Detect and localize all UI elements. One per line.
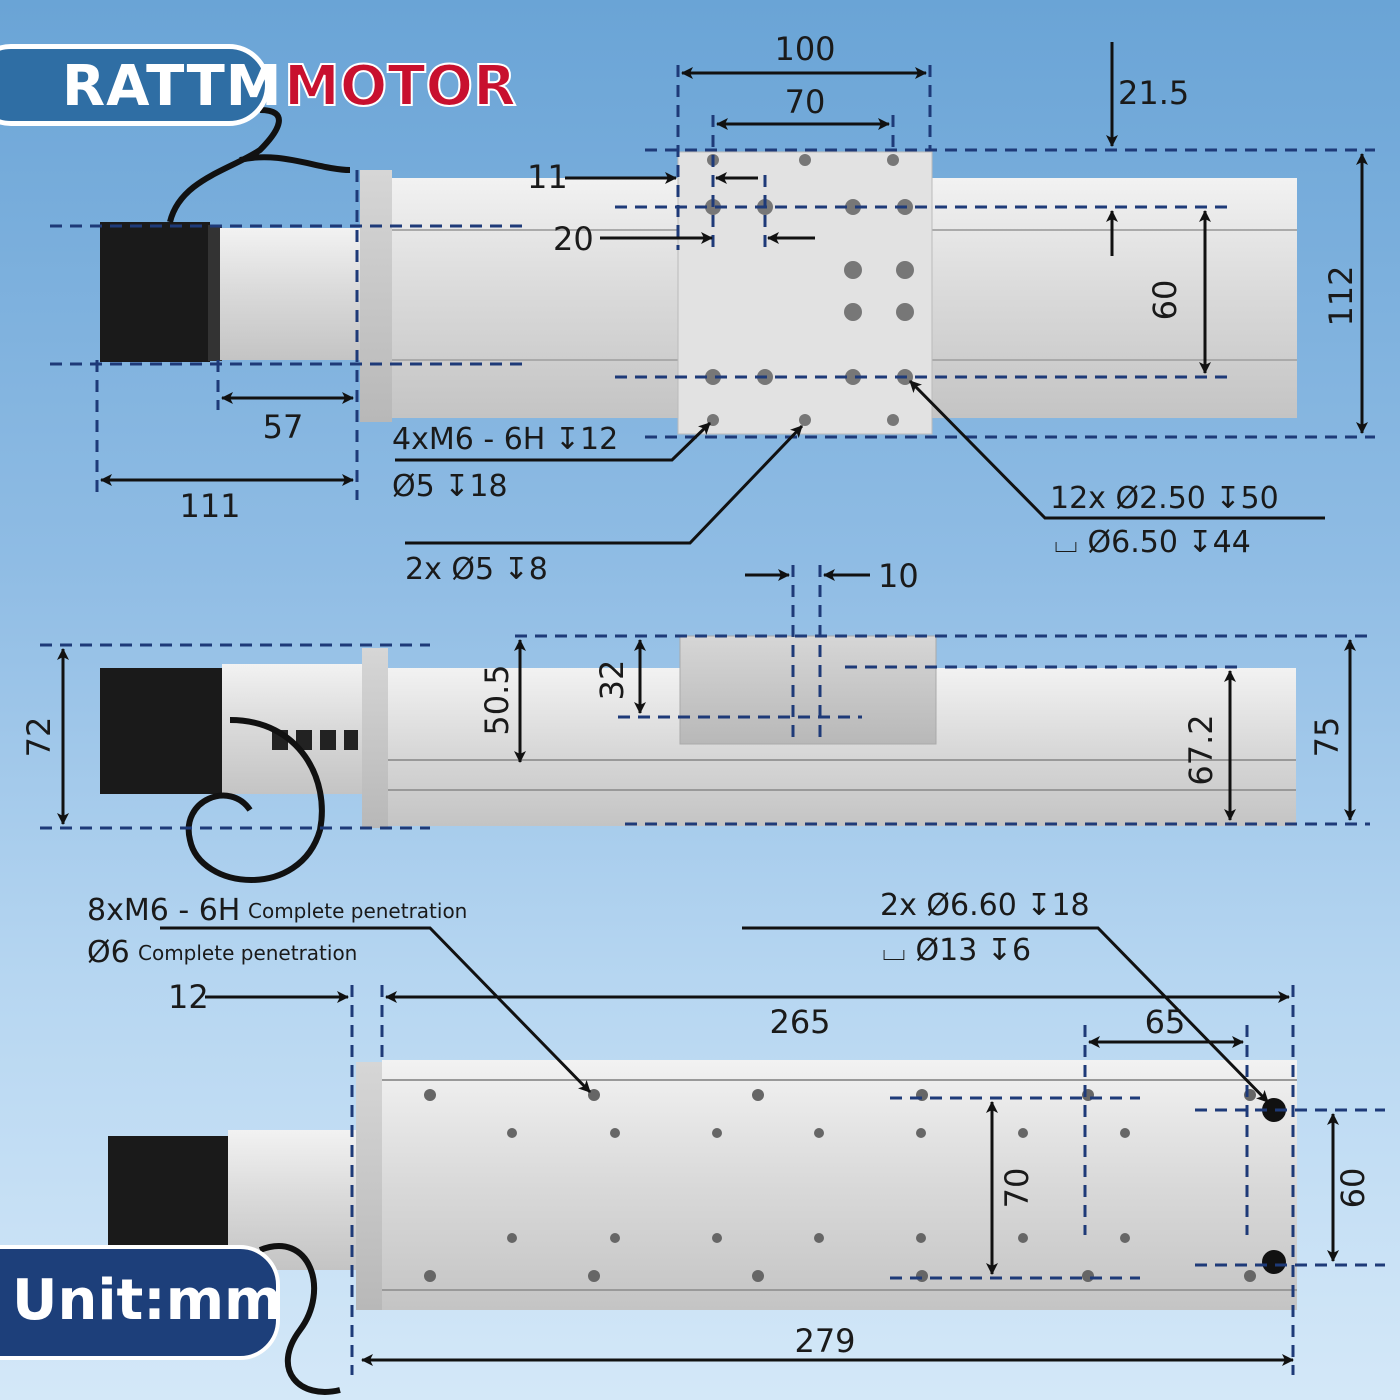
dim-10: 10 — [878, 557, 919, 595]
note-12x-line2: ⌴ Ø6.50 ↧44 — [1054, 525, 1251, 560]
note-12x-line1: 12x Ø2.50 ↧50 — [1050, 481, 1279, 516]
side-view: 10 72 50.5 32 67.2 75 — [20, 557, 1370, 883]
bottom-rail-plate — [382, 1060, 1297, 1310]
note-counterbore-d13: ⌴ Ø13 ↧6 — [882, 933, 1031, 968]
dim-70-top: 70 — [785, 83, 826, 121]
bottom-holes — [424, 1089, 1256, 1282]
dim-111: 111 — [179, 487, 240, 525]
top-view: 100 70 21.5 11 20 60 112 57 111 4xM6 - 6… — [50, 30, 1375, 587]
bottom-motor-cable — [258, 1243, 341, 1395]
dim-70-bottom: 70 — [998, 1168, 1036, 1209]
note-2x-d6-60: 2x Ø6.60 ↧18 — [880, 888, 1090, 923]
dim-100: 100 — [774, 30, 835, 68]
dim-50-5: 50.5 — [478, 664, 516, 735]
top-carriage — [677, 151, 933, 435]
dim-12: 12 — [168, 978, 209, 1016]
note-4xm6: 4xM6 - 6H ↧12 — [392, 422, 618, 457]
dim-21-5: 21.5 — [1118, 74, 1189, 112]
dim-112: 112 — [1322, 265, 1360, 326]
side-coupler-housing — [222, 664, 362, 794]
side-motor-body — [100, 668, 222, 794]
top-end-plate — [360, 170, 392, 422]
note-8xm6: 8xM6 - 6H — [87, 893, 240, 928]
top-motor-body — [100, 222, 210, 362]
dim-279: 279 — [794, 1322, 855, 1360]
note-8xm6-penetration: Complete penetration — [248, 899, 467, 923]
note-d6: Ø6 — [87, 935, 130, 970]
dim-265: 265 — [769, 1003, 830, 1041]
bottom-counterbore-top — [1262, 1098, 1286, 1122]
unit-label: Unit:mm — [12, 1268, 283, 1333]
side-end-plate — [362, 648, 388, 828]
dim-11: 11 — [527, 158, 568, 196]
bottom-view: 8xM6 - 6H Complete penetration Ø6 Comple… — [87, 888, 1385, 1395]
dim-65: 65 — [1145, 1003, 1186, 1041]
brand-name-motor: MOTOR — [283, 53, 517, 120]
brand-name-rattm: RATTM — [62, 54, 283, 119]
unit-badge — [0, 1245, 280, 1360]
note-d6-penetration: Complete penetration — [138, 941, 357, 965]
dim-72: 72 — [20, 717, 58, 758]
dim-57: 57 — [263, 408, 304, 446]
dim-60-bottom: 60 — [1334, 1168, 1372, 1209]
bottom-motor-body — [108, 1136, 230, 1266]
side-carriage — [679, 635, 937, 745]
bottom-counterbore-bottom — [1262, 1250, 1286, 1274]
top-motor-cable — [167, 107, 351, 223]
dim-67-2: 67.2 — [1182, 714, 1220, 785]
brand-logo-pill — [0, 44, 270, 126]
bottom-end-plate — [356, 1062, 382, 1310]
dim-32: 32 — [593, 660, 631, 701]
note-d5-18: Ø5 ↧18 — [392, 469, 508, 504]
dim-60-top: 60 — [1146, 280, 1184, 321]
top-motor-plate — [208, 225, 222, 361]
top-coupler-housing — [220, 228, 360, 360]
dim-20: 20 — [553, 220, 594, 258]
note-2x-d5: 2x Ø5 ↧8 — [405, 552, 548, 587]
side-motor-cable — [185, 717, 325, 883]
dim-75: 75 — [1308, 717, 1346, 758]
